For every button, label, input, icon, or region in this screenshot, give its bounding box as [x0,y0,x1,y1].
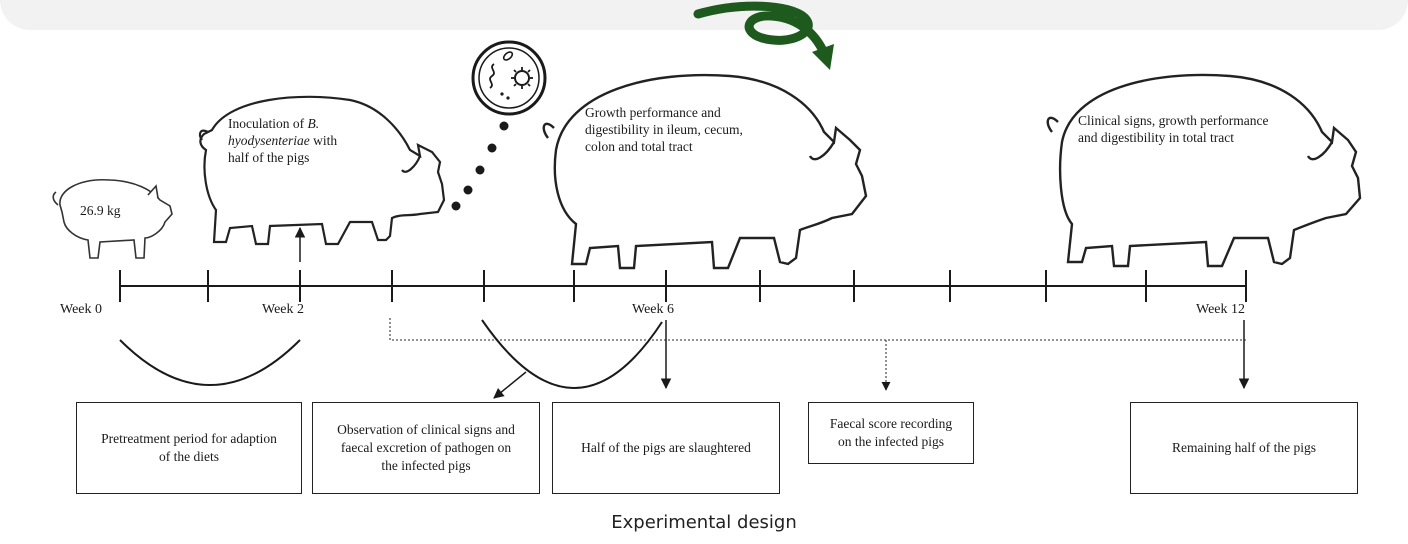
curved-arrow-icon [693,1,834,70]
pig2-line1-italic: B. [307,116,320,131]
pig2-label: Inoculation of B. hyodysenteriae with ha… [228,115,408,166]
dots-trail [451,121,509,211]
small-pig-weight: 26.9 kg [80,203,121,218]
week-0-label: Week 0 [60,302,103,317]
pig2-line3: half of the pigs [228,150,310,165]
slaughter-line1: Half of the pigs are slaughtered [581,440,751,455]
small-pig-illustration [52,179,173,259]
dotted-bracket [389,318,1246,341]
timeline-axis [119,270,1247,302]
pig4-label: Clinical signs, growth performance and d… [1078,112,1308,146]
pig2-line2-text: with [309,133,338,148]
pig2-line1-text: Inoculation of [228,116,308,131]
pig2-line2: hyodysenteriae with [228,132,408,149]
observation-box: Observation of clinical signs and faecal… [312,402,540,494]
remaining-line1: Remaining half of the pigs [1172,440,1316,455]
week-2-label: Week 2 [262,302,305,317]
week-12-label: Week 12 [1196,302,1246,317]
pathogen-petri-dish-icon [471,40,547,116]
observation-arrow [493,371,527,399]
pig-illustration-week12 [1046,73,1362,268]
pretreatment-box: Pretreatment period for adaption of the … [76,402,302,494]
pig-illustration-week6 [542,73,868,270]
pig3-line3: colon and total tract [585,139,693,154]
pig4-line2: and digestibility in total tract [1078,130,1234,145]
pig3-label: Growth performance and digestibility in … [585,104,795,155]
pretreatment-line2: of the diets [159,449,219,464]
observation-line3: the infected pigs [381,458,471,473]
slaughter-box: Half of the pigs are slaughtered [552,402,780,494]
remaining-box: Remaining half of the pigs [1130,402,1358,494]
pig-illustration-inoculation [198,95,446,246]
diagram-caption: Experimental design [611,512,797,533]
pig2-line2-italic: hyodysenteriae [228,133,310,148]
observation-line1: Observation of clinical signs and [337,422,515,437]
observation-line2: faecal excretion of pathogen on [340,440,512,455]
faecal-score-line1: Faecal score recording [829,416,953,431]
week-6-label: Week 6 [632,302,675,317]
faecal-score-line2: on the infected pigs [837,434,945,449]
pig3-line1: Growth performance and [585,105,721,120]
pig3-line2: digestibility in ileum, cecum, [585,122,743,137]
pretreatment-arc [119,339,301,386]
faecal-score-box: Faecal score recording on the infected p… [808,402,974,464]
observation-arc [481,319,663,389]
pretreatment-line1: Pretreatment period for adaption [101,431,277,446]
pig4-line1: Clinical signs, growth performance [1078,113,1269,128]
pig2-line1: Inoculation of B. [228,115,408,132]
